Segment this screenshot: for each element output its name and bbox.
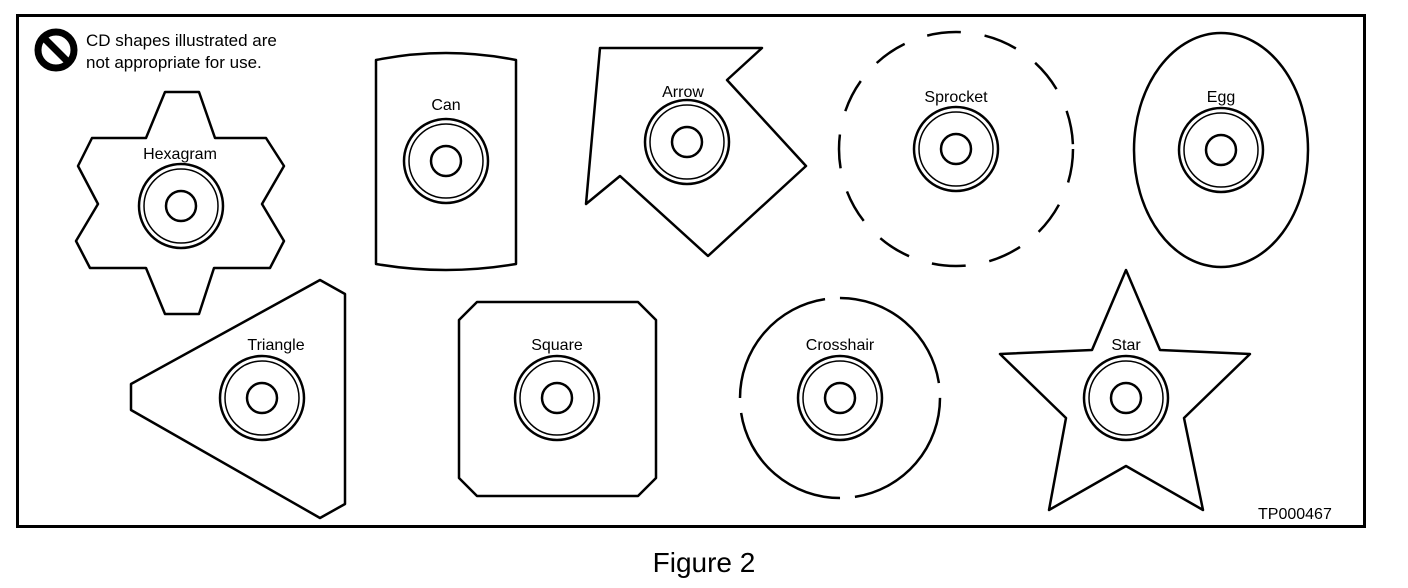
shape-label-crosshair: Crosshair [806,337,875,354]
hexagram-shape: Hexagram [74,90,286,316]
square-shape: Square [457,300,658,498]
shape-label-sprocket: Sprocket [924,89,988,106]
cd-hub [796,354,884,442]
sprocket-shape: Sprocket [837,30,1075,268]
prohibition-icon [34,28,78,72]
can-shape: Can [374,51,518,272]
cd-hub [643,98,731,186]
warning-note: CD shapes illustrated are not appropriat… [86,30,277,74]
shape-label-star: Star [1111,337,1141,354]
figure-code: TP000467 [1258,506,1332,523]
crosshair-shape: Crosshair [738,296,942,500]
warning-line-1: CD shapes illustrated are [86,31,277,50]
shape-label-egg: Egg [1207,89,1235,106]
figure-frame [16,14,1366,528]
star-shape: Star [998,268,1252,512]
cd-hub [1177,106,1265,194]
shape-label-square: Square [531,337,583,354]
egg-shape: Egg [1132,31,1310,269]
cd-hub [513,354,601,442]
arrow-shape: Arrow [584,46,808,258]
cd-hub [912,105,1000,193]
cd-hub [1082,354,1170,442]
cd-hub [402,117,490,205]
figure-caption: Figure 2 [652,547,756,578]
cd-hub [137,162,225,250]
triangle-shape: Triangle [129,278,347,520]
shape-label-arrow: Arrow [662,84,704,101]
shape-label-hexagram: Hexagram [143,146,217,163]
warning-line-2: not appropriate for use. [86,53,262,72]
shape-label-triangle: Triangle [247,337,304,354]
shape-label-can: Can [431,97,460,114]
cd-hub [218,354,306,442]
